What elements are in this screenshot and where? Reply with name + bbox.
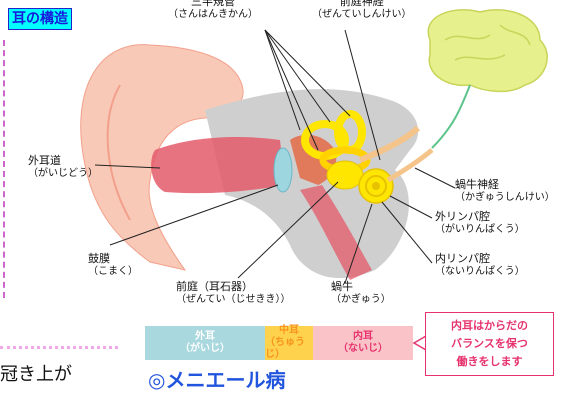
label-ear-canal: 外耳道 （がいじどう） xyxy=(28,154,98,180)
vestibule-name: 前庭（耳石器） xyxy=(176,280,253,293)
cochlear-nerve-shape xyxy=(386,148,434,183)
brain-shape xyxy=(427,9,548,93)
vestibule-reading: （ぜんてい（じせきき）） xyxy=(176,294,291,305)
ear-canal-shape xyxy=(151,137,285,194)
label-outer-perilymph: 外リンパ腔 （がいりんぱくう） xyxy=(435,210,525,236)
vestibular-nerve-reading: （ぜんていしんけい） xyxy=(312,9,412,20)
vestibule-shape xyxy=(326,160,364,190)
ear-anatomy-illustration xyxy=(80,9,548,284)
bottom-left-text: 冠き上が xyxy=(0,364,72,385)
ear-canal-name: 外耳道 xyxy=(28,154,61,167)
semicircular-reading: （さんはんきかん） xyxy=(168,9,258,20)
pinna-inner-fold xyxy=(106,84,131,221)
outer-perilymph-reading: （がいりんぱくう） xyxy=(435,224,525,235)
left-frame-border xyxy=(0,40,5,298)
nerve-to-brain-line xyxy=(431,84,471,149)
eardrum-shape xyxy=(273,147,293,193)
legend-inner-ear-reading: （ないじ） xyxy=(338,343,388,354)
note-line-3: 働きをします xyxy=(456,355,523,368)
cochlea-name: 蝸牛 xyxy=(331,280,353,293)
pinna-shape xyxy=(80,44,244,271)
dotted-divider xyxy=(0,346,118,349)
legend-inner-ear: 内耳 （ないじ） xyxy=(313,326,413,360)
inner-perilymph-name: 内リンパ腔 xyxy=(435,252,490,265)
vestibular-nerve-shape xyxy=(358,125,421,163)
diagram-title: 耳の構造 xyxy=(8,8,72,30)
cochlear-nerve-name: 蝸牛神経 xyxy=(455,178,499,191)
note-line-1: 内耳はからだの xyxy=(451,319,528,332)
vestibular-nerve-name: 前庭神経 xyxy=(339,0,384,8)
label-vestibule: 前庭（耳石器） （ぜんてい（じせきき）） xyxy=(176,280,291,306)
meniere-heading: ◎メニエール病 xyxy=(148,368,286,392)
ear-region-legend: 外耳 （がいじ） 中耳 （ちゅうじ） 内耳 （ないじ） xyxy=(145,325,413,360)
label-eardrum: 鼓膜 （こまく） xyxy=(88,252,138,278)
legend-inner-ear-name: 内耳 xyxy=(353,331,373,342)
label-cochlear-nerve: 蝸牛神経 （かぎゅうしんけい） xyxy=(455,178,555,204)
inner-perilymph-reading: （ないりんぱくう） xyxy=(435,266,525,277)
eardrum-name: 鼓膜 xyxy=(88,252,110,265)
label-inner-perilymph: 内リンパ腔 （ないりんぱくう） xyxy=(435,252,525,278)
label-vestibular-nerve: 前庭神経 （ぜんていしんけい） xyxy=(312,0,412,21)
legend-middle-ear-name: 中耳 xyxy=(279,325,299,336)
legend-outer-ear-name: 外耳 xyxy=(195,331,215,342)
cochlea-reading: （かぎゅう） xyxy=(331,294,391,305)
label-cochlea: 蝸牛 （かぎゅう） xyxy=(331,280,391,306)
note-line-2: バランスを保つ xyxy=(451,337,528,350)
legend-middle-ear-reading: （ちゅうじ） xyxy=(265,337,305,360)
legend-middle-ear: 中耳 （ちゅうじ） xyxy=(265,325,313,360)
cochlear-nerve-reading: （かぎゅうしんけい） xyxy=(455,192,555,203)
inner-ear-note-box: 内耳はからだの バランスを保つ 働きをします xyxy=(425,312,554,376)
legend-outer-ear: 外耳 （がいじ） xyxy=(145,326,265,360)
semicircular-name: 三半規管 xyxy=(191,0,235,8)
ear-canal-reading: （がいじどう） xyxy=(28,168,98,179)
label-semicircular-canals: 三半規管 （さんはんきかん） xyxy=(168,0,258,21)
outer-perilymph-name: 外リンパ腔 xyxy=(435,210,490,223)
legend-outer-ear-reading: （がいじ） xyxy=(180,343,230,354)
ossicles-shape xyxy=(290,134,337,185)
eardrum-reading: （こまく） xyxy=(88,266,138,277)
